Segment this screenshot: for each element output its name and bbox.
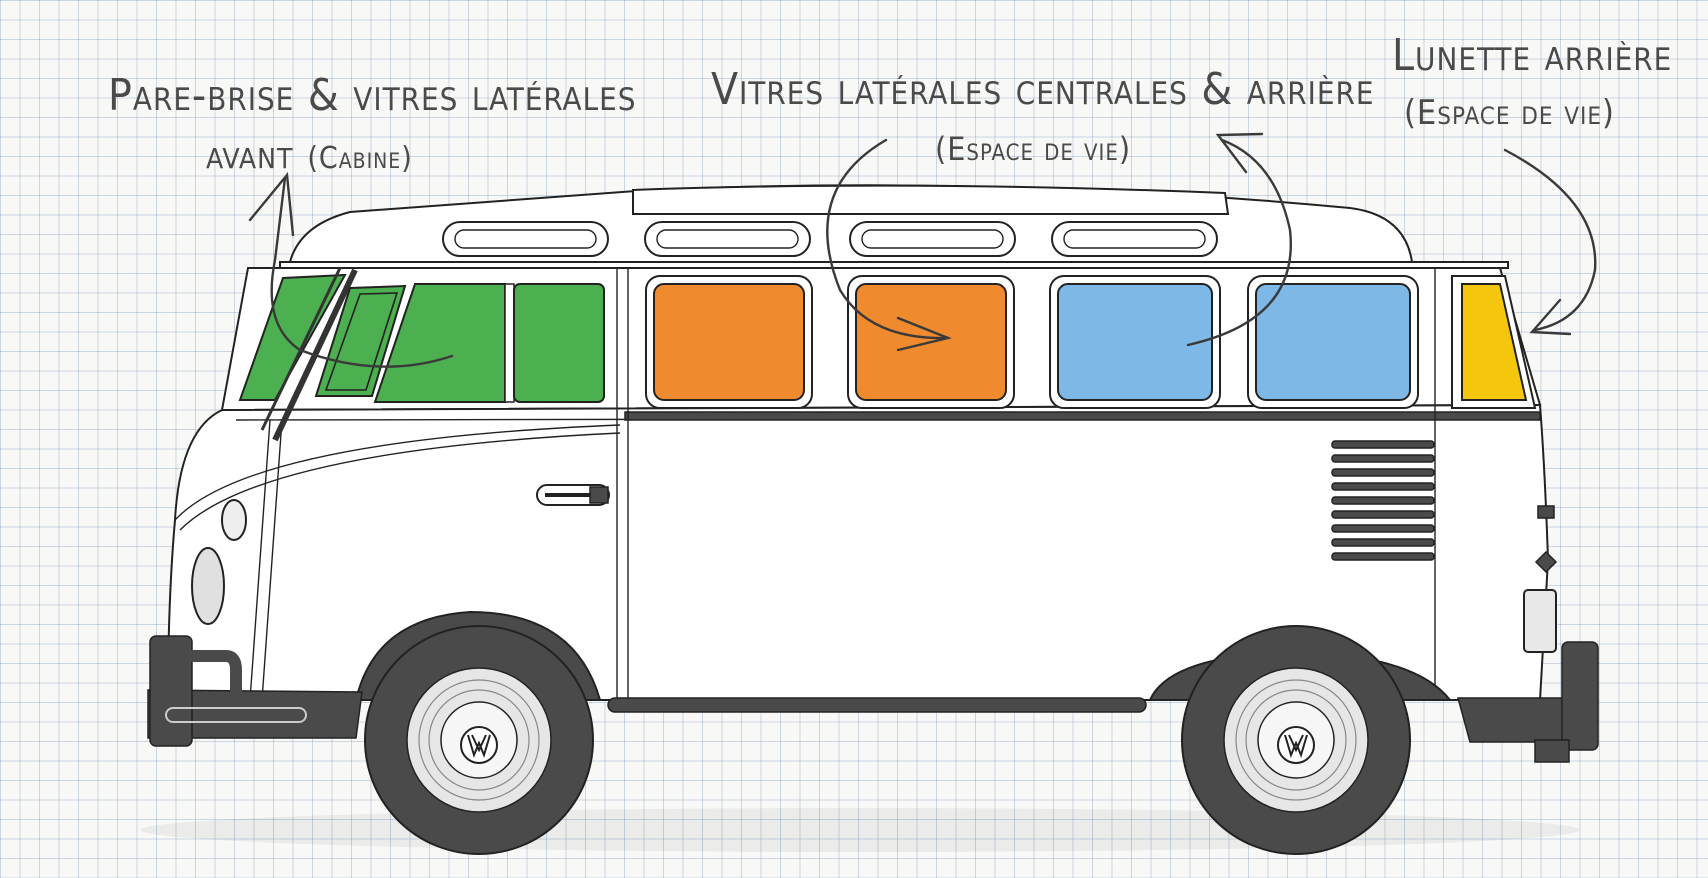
label-front-avant: avant	[206, 132, 293, 178]
rear-wheel	[1181, 625, 1411, 855]
label-front-cabine: (Cabine)	[307, 141, 412, 176]
skylight	[454, 229, 597, 249]
arrow-middle-right	[1186, 132, 1293, 347]
vw-logo-icon	[467, 734, 491, 758]
rear-overrider	[1561, 641, 1599, 751]
arrow-front	[248, 172, 454, 368]
front-bumper	[147, 689, 363, 739]
rear-window	[1461, 283, 1528, 401]
door-line	[249, 419, 271, 701]
front-v	[179, 432, 621, 531]
middle-window	[653, 283, 805, 401]
label-rear-line2: (Espace de vie)	[1404, 93, 1615, 133]
engine-vents	[1331, 440, 1435, 561]
skylight	[1063, 229, 1206, 249]
roof-rack	[632, 184, 1230, 215]
vw-logo-icon	[1284, 734, 1308, 758]
front-vent-window-frame	[324, 292, 399, 391]
skylight	[442, 221, 609, 257]
tow-hitch	[1534, 739, 1570, 763]
front-bumper-strip	[165, 707, 307, 723]
label-middle-line1: Vitres latérales centrales & arrière	[711, 64, 1374, 115]
skylight	[1051, 221, 1218, 257]
rear-side-window	[1057, 283, 1213, 401]
rear-side-window	[1255, 283, 1411, 401]
label-front-line1: Pare-brise & vitres latérales	[108, 70, 637, 121]
front-step	[164, 650, 242, 698]
skylight	[644, 221, 811, 257]
indicator-light	[221, 499, 247, 541]
label-middle-line2: (Espace de vie)	[935, 130, 1131, 168]
rear-light	[1523, 589, 1557, 653]
label-front-line2: avant (Cabine)	[206, 132, 413, 178]
rear-marker	[1537, 505, 1555, 519]
skylights	[442, 221, 1218, 257]
rear-marker	[1534, 550, 1558, 574]
rocker-trim	[607, 697, 1147, 713]
headlight	[191, 547, 225, 625]
skylight	[861, 229, 1004, 249]
bumper-overrider	[149, 635, 193, 747]
arrow-rear	[1503, 148, 1597, 336]
front-side-window	[513, 283, 605, 403]
belt-trim	[624, 411, 1541, 421]
front-v	[174, 424, 621, 521]
skylight	[656, 229, 799, 249]
label-rear-line1: Lunette arrière	[1392, 30, 1672, 81]
front-door-window-divider	[504, 283, 515, 403]
skylight	[849, 221, 1016, 257]
arrow-middle	[826, 138, 952, 352]
front-wheel	[364, 625, 594, 855]
door-handle	[536, 484, 610, 506]
front-vent-window	[314, 284, 407, 397]
door-line	[261, 419, 283, 701]
wiper	[260, 267, 342, 431]
